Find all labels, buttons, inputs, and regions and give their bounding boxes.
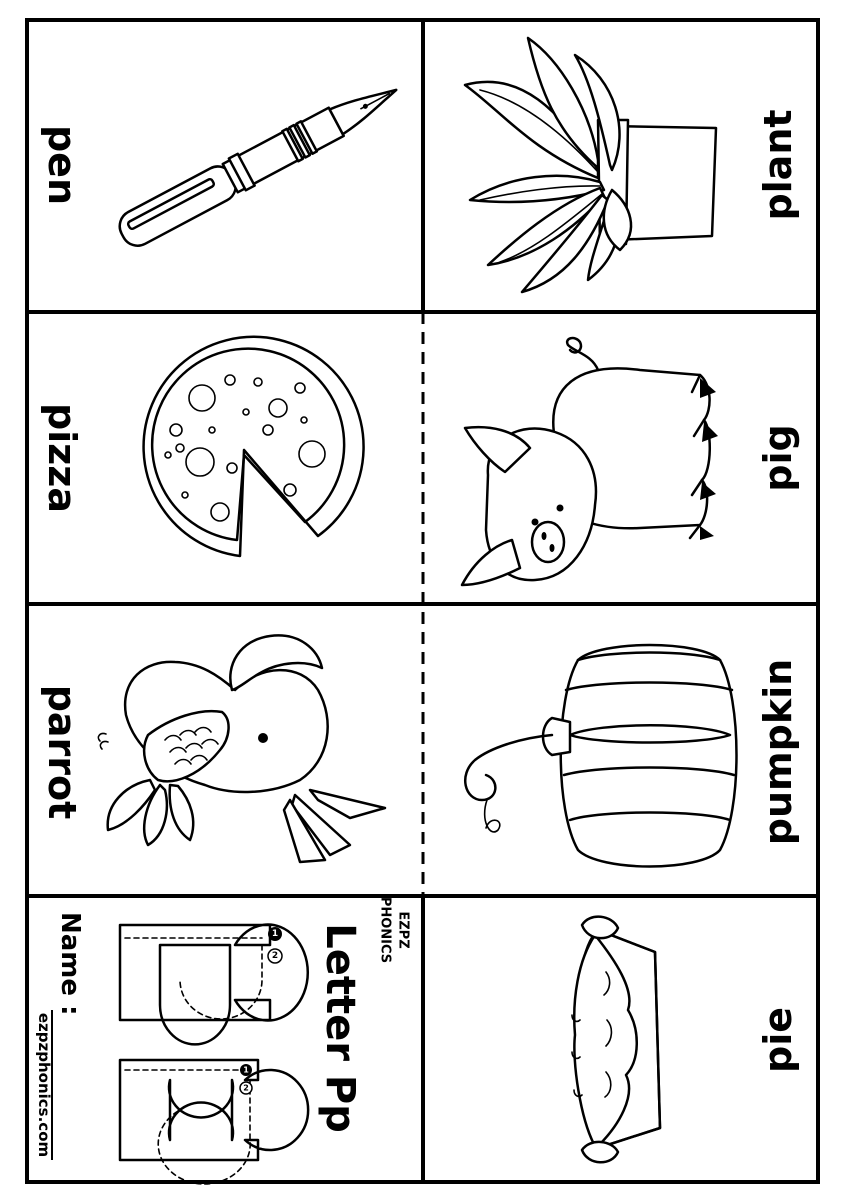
word-plant: plant	[756, 109, 800, 220]
card-pie: pie	[571, 915, 800, 1164]
card-pen: pen	[40, 88, 398, 247]
potted-plant-icon	[463, 36, 718, 294]
card-pizza: pizza	[40, 335, 365, 558]
stroke-number-2: 2	[272, 951, 278, 961]
card-pumpkin: pumpkin	[464, 643, 800, 868]
brand-top: EZPZ	[396, 911, 411, 948]
brand-bottom: PHONICS	[378, 897, 393, 963]
uppercase-p-tracing: 1 2	[118, 923, 309, 1046]
ezpz-phonics-logo: EZPZ PHONICS	[378, 897, 411, 963]
word-pumpkin: pumpkin	[756, 659, 800, 845]
pie-icon	[571, 915, 662, 1164]
card-plant: plant	[463, 36, 800, 294]
word-pizza: pizza	[40, 403, 84, 513]
stroke-number-badge: 1 2	[267, 927, 283, 964]
word-parrot: parrot	[40, 685, 84, 820]
stroke-number-1: 1	[243, 1066, 249, 1075]
fountain-pen-icon	[118, 88, 398, 247]
word-pie: pie	[756, 1007, 800, 1073]
card-pig: pig	[460, 336, 800, 587]
card-parrot: parrot	[40, 634, 387, 864]
stroke-number-2: 2	[243, 1084, 249, 1093]
word-pen: pen	[40, 125, 84, 205]
card-grid	[25, 18, 820, 1184]
card-cover: Letter Pp Name : ezpzphonics.com EZPZ PH…	[35, 897, 411, 1185]
pizza-icon	[142, 335, 365, 558]
lowercase-p-tracing: 1 2	[118, 1058, 310, 1185]
pig-icon	[460, 336, 718, 587]
cover-title: Letter Pp	[317, 923, 363, 1133]
stroke-number-1: 1	[272, 929, 278, 939]
website-label: ezpzphonics.com	[35, 1013, 53, 1157]
stroke-number-badge: 1 2	[239, 1064, 253, 1095]
word-pig: pig	[756, 424, 800, 491]
parrot-icon	[97, 634, 387, 864]
pumpkin-icon	[464, 643, 738, 868]
name-label: Name :	[55, 912, 85, 1015]
